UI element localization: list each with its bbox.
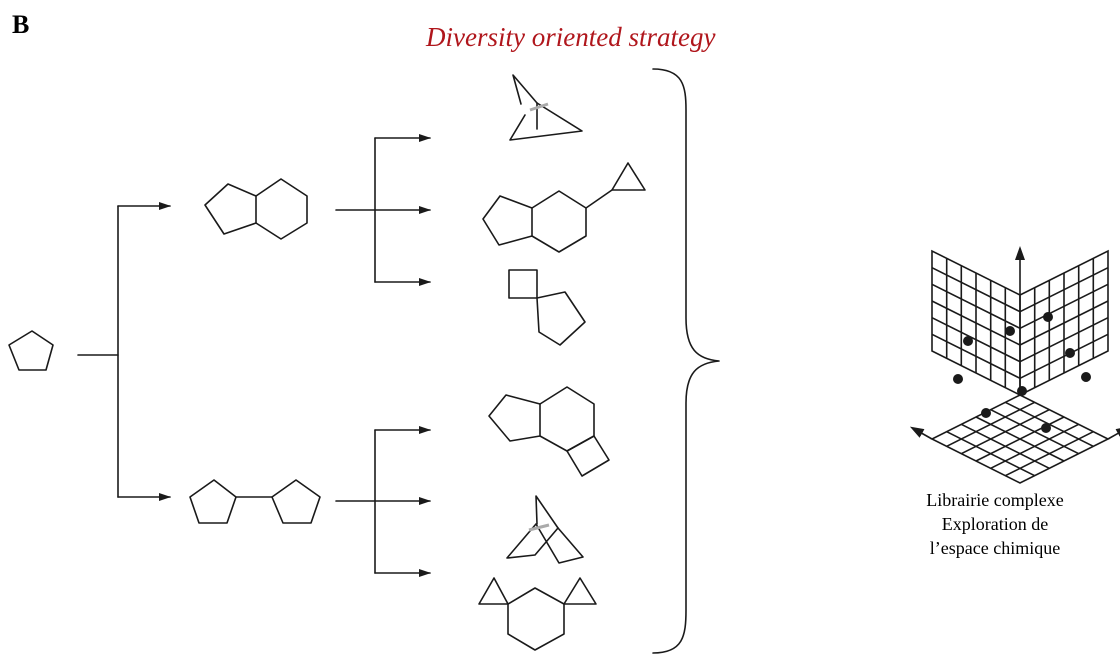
product-tricycle-5-6-4 [488, 386, 610, 477]
product-spiro-4-5 [508, 269, 586, 346]
intermediate-hydrindane [204, 178, 308, 240]
cube-right-face [1019, 249, 1109, 397]
diagram-title: Diversity oriented strategy [426, 22, 716, 52]
lower-branch-arrows [335, 426, 431, 577]
panel-label: B [12, 10, 30, 39]
product-bicyclo-2 [506, 495, 584, 564]
library-brace [652, 68, 720, 654]
cube-left-face [931, 249, 1021, 397]
chemical-space-cube [909, 246, 1120, 484]
caption-line-2: Exploration de [941, 514, 1049, 534]
compound-dots [953, 312, 1091, 433]
product-bicyclo-1 [509, 74, 583, 141]
cube-axis-arrows [909, 246, 1120, 440]
upper-branch-arrows [335, 134, 431, 286]
caption-line-3: l’espace chimique [929, 538, 1061, 558]
first-branch-arrows [77, 202, 171, 501]
cube-bottom-face [930, 394, 1110, 484]
caption-line-1: Librairie complexe [926, 490, 1064, 510]
product-hydrindane-cyclopropyl [482, 162, 646, 253]
product-dispiro-cyclohexane [478, 577, 597, 651]
start-cyclopentane [8, 330, 54, 371]
intermediate-bicyclopentyl [189, 479, 321, 524]
